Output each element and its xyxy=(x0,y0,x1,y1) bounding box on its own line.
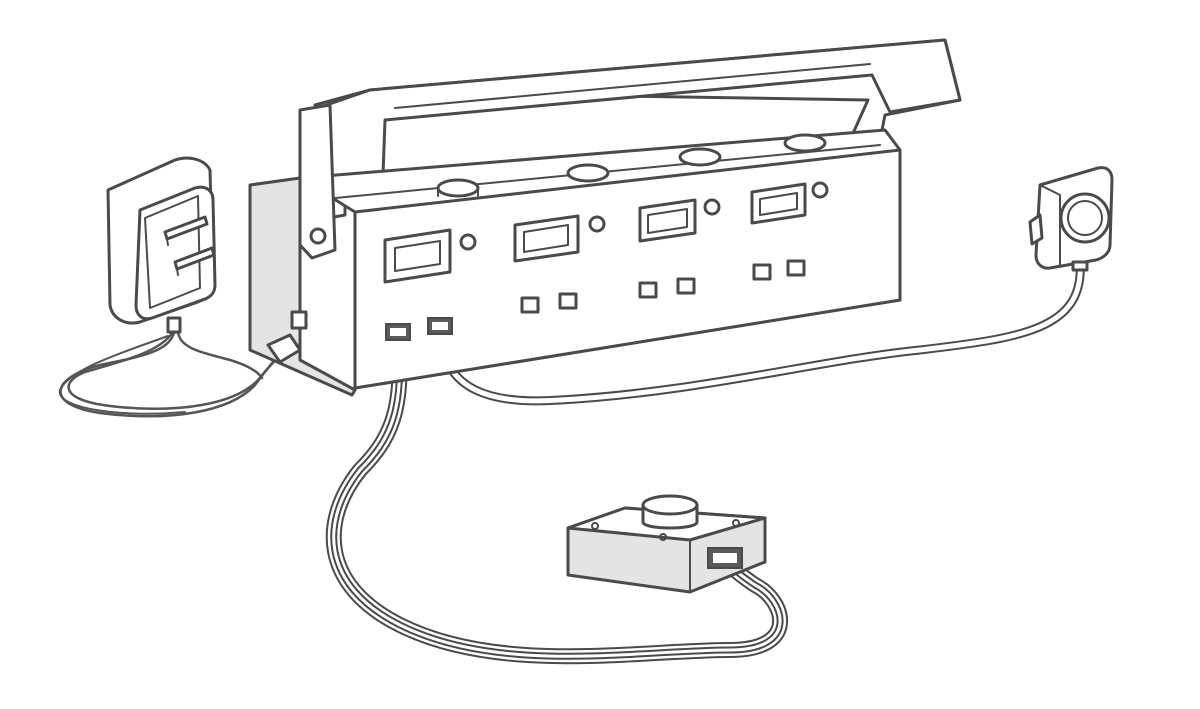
hub-key-slots xyxy=(383,181,829,284)
plug-prongs-icon xyxy=(163,215,216,276)
pedal-switch xyxy=(1028,166,1114,272)
hub-power-jack xyxy=(266,310,308,364)
push-button-knob xyxy=(641,494,699,530)
hub-port-pairs xyxy=(520,259,806,314)
hub-connected-ports xyxy=(385,317,453,341)
control-hub xyxy=(248,38,962,397)
ribbon-cable xyxy=(325,327,789,665)
power-adapter xyxy=(106,156,217,334)
pedal-cable xyxy=(435,257,1085,406)
button-controller xyxy=(566,494,767,594)
power-cord xyxy=(58,328,288,418)
hub-top-buttons xyxy=(436,133,827,198)
